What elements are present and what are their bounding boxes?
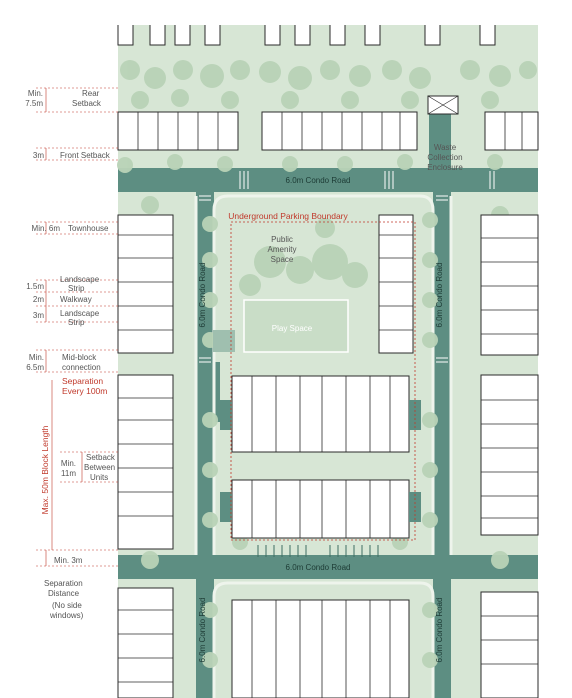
road-label-left1: 6.0m Condo Road xyxy=(198,263,207,328)
landscape-value: 1.5m xyxy=(26,282,44,291)
separation-label-2: Every 100m xyxy=(62,386,107,396)
rear-min: Min. xyxy=(28,89,43,98)
road-label-left2: 6.0m Condo Road xyxy=(198,598,207,663)
landscape-2-label-2: Strip xyxy=(68,318,85,327)
rear-label-1: Rear xyxy=(82,89,100,98)
sidewalks xyxy=(194,194,453,698)
block-length-label: Max. 50m Block Length xyxy=(40,425,50,514)
townhouse-min: Min. 6m xyxy=(32,224,61,233)
dimension-lines xyxy=(36,87,118,567)
road-label-right2: 6.0m Condo Road xyxy=(435,598,444,663)
road-label-mid: 6.0m Condo Road xyxy=(286,563,351,572)
parking-boundary-label: Underground Parking Boundary xyxy=(228,211,348,221)
landscape-label-2: Strip xyxy=(68,284,85,293)
separation-distance-2: Distance xyxy=(48,589,80,598)
between-value: 11m xyxy=(61,469,76,478)
between-label-1: Setback xyxy=(86,453,116,462)
midblock-min: Min. xyxy=(29,353,44,362)
waste-enclosure xyxy=(427,95,459,115)
amenity-label-3: Space xyxy=(271,255,294,264)
landscape-2-label-1: Landscape xyxy=(60,309,100,318)
landscape-2-value: 3m xyxy=(33,311,44,320)
play-space xyxy=(213,299,349,353)
crosswalks xyxy=(199,171,495,363)
separation-distance-3: (No side xyxy=(52,601,82,610)
unit-lines xyxy=(118,112,538,698)
parking-stalls xyxy=(257,545,379,557)
separation-distance-1: Separation xyxy=(44,579,83,588)
amenity-label-1: Public xyxy=(271,235,293,244)
townhouse-label: Townhouse xyxy=(68,224,109,233)
waste-label-3: Enclosure xyxy=(427,163,463,172)
midblock-label-2: connection xyxy=(62,363,101,372)
midblock-label-1: Mid-block xyxy=(62,353,97,362)
min3m-label: Min. 3m xyxy=(54,556,83,565)
separation-distance-4: windows) xyxy=(49,611,84,620)
between-min: Min. xyxy=(61,459,76,468)
waste-label-1: Waste xyxy=(434,143,457,152)
front-label: Front Setback xyxy=(60,151,111,160)
amenity-label-2: Amenity xyxy=(268,245,297,254)
trees xyxy=(117,60,537,668)
between-label-2: Between xyxy=(84,463,115,472)
between-label-3: Units xyxy=(90,473,108,482)
underground-parking-boundary xyxy=(230,221,416,541)
landscape-label-1: Landscape xyxy=(60,275,100,284)
road-label-top: 6.0m Condo Road xyxy=(286,176,351,185)
play-space-label: Play Space xyxy=(272,324,313,333)
waste-label-2: Collection xyxy=(427,153,462,162)
midblock-value: 6.5m xyxy=(26,363,44,372)
road-label-right1: 6.0m Condo Road xyxy=(435,263,444,328)
rear-label-2: Setback xyxy=(72,99,102,108)
walkway-label: Walkway xyxy=(60,295,92,304)
front-value: 3m xyxy=(33,151,44,160)
walkway-value: 2m xyxy=(33,295,44,304)
separation-label-1: Separation xyxy=(62,376,103,386)
rear-value: 7.5m xyxy=(25,99,43,108)
